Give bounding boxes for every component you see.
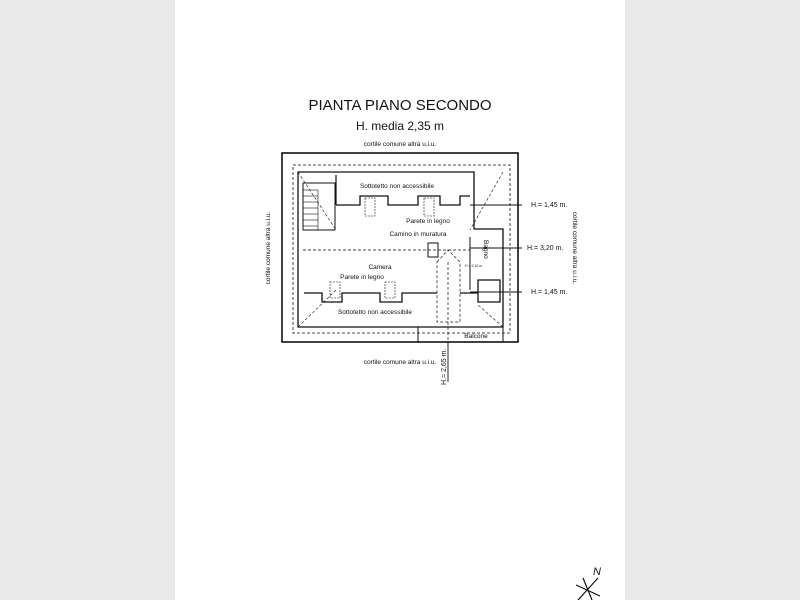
label-balcone: Balcone: [464, 333, 488, 340]
label-sottotetto-bottom: Sottotetto non accessibile: [338, 309, 412, 316]
wall-lower-sottotetto: [304, 279, 501, 303]
label-cortile-right: cortile comune altra u.i.u.: [571, 212, 578, 285]
plan-title: PIANTA PIANO SECONDO: [308, 97, 491, 114]
stairs: [302, 182, 336, 231]
label-parete-top: Parete in legno: [406, 218, 450, 225]
balcony: [417, 326, 504, 343]
stair-steps: [303, 189, 319, 230]
wall-upper-sottotetto: [336, 195, 470, 206]
height-label-3: H.= 1,45 m.: [531, 289, 567, 296]
height-label-4: H.= 2,65 m.: [441, 349, 448, 385]
plan-subtitle: H. media 2,35 m: [356, 119, 444, 133]
label-camino: Camino in muratura: [389, 231, 446, 238]
label-camera: Camera: [368, 264, 392, 271]
document-page: [175, 0, 625, 600]
compass-rose-icon: N: [575, 566, 601, 600]
label-cortile-bottom: cortile comune altra u.i.u.: [364, 359, 437, 366]
height-label-2: H.= 3,20 m.: [527, 245, 563, 252]
label-h-bagno: H = 2,10 m: [465, 264, 482, 268]
outer-boundary: [281, 152, 519, 343]
label-sottotetto-top: Sottotetto non accessibile: [360, 183, 434, 190]
label-parete-bottom: Parete in legno: [340, 274, 384, 281]
compass-north-label: N: [593, 566, 601, 578]
label-bagno: Bagno: [482, 240, 489, 259]
label-cortile-left: cortile comune altra u.i.u.: [265, 212, 272, 285]
height-label-1: H.= 1,45 m.: [531, 202, 567, 209]
inner-walls: [297, 171, 504, 328]
roof-outline-dashed: [292, 164, 511, 334]
label-cortile-top: cortile comune altra u.i.u.: [364, 141, 437, 148]
